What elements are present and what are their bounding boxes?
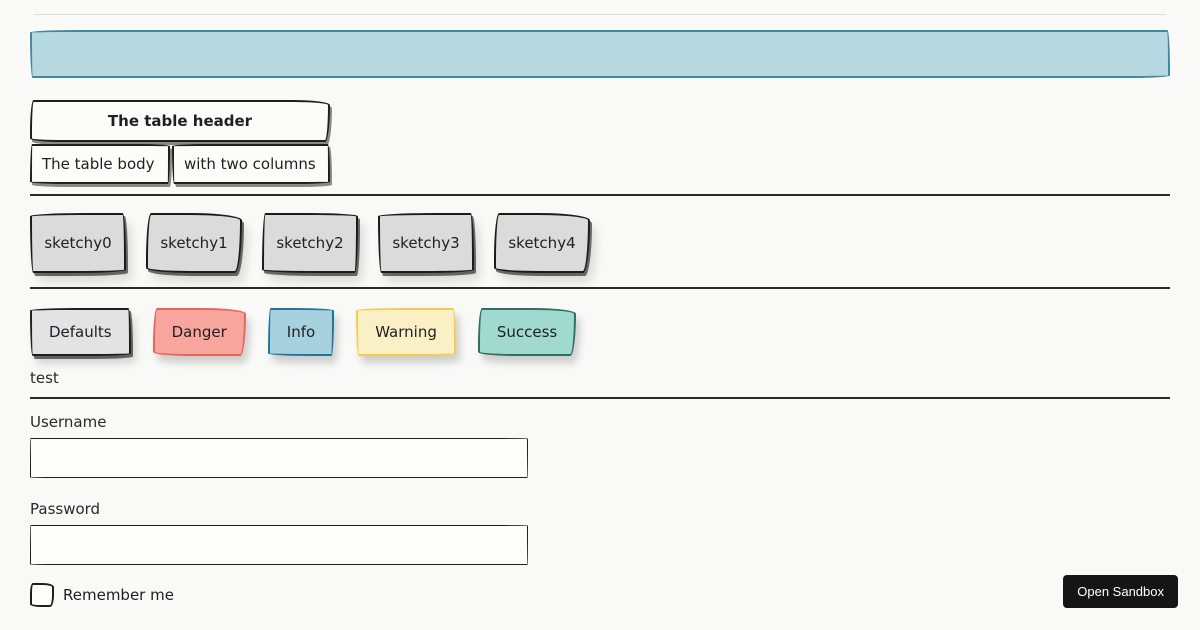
divider [30, 194, 1170, 196]
sketchy4-button[interactable]: sketchy4 [494, 213, 590, 273]
divider [30, 287, 1170, 289]
success-button[interactable]: Success [477, 308, 577, 356]
table-body-row: The table body with two columns [30, 144, 1170, 184]
sound-label: Sound [30, 628, 1170, 630]
username-field[interactable] [30, 438, 528, 478]
password-label: Password [30, 500, 101, 518]
username-label: Username [30, 413, 107, 431]
remember-me-checkbox[interactable] [30, 583, 54, 607]
sketchy-button-row: sketchy0 sketchy1 sketchy2 sketchy3 sket… [30, 213, 1170, 273]
sketchy0-button[interactable]: sketchy0 [30, 213, 126, 273]
remember-me-row: Remember me [30, 583, 1170, 607]
defaults-button[interactable]: Defaults [30, 308, 131, 356]
danger-button[interactable]: Danger [152, 308, 246, 356]
divider [30, 397, 1170, 399]
variant-button-row: Defaults Danger Info Warning Success [30, 308, 1170, 356]
login-form: Username Password Remember me Sound [30, 413, 1170, 630]
sketchy2-button[interactable]: sketchy2 [262, 213, 358, 273]
remember-me-label: Remember me [63, 586, 174, 604]
table: The table header The table body with two… [30, 100, 1170, 184]
info-button[interactable]: Info [267, 308, 335, 356]
test-text: test [30, 369, 59, 387]
open-sandbox-button[interactable]: Open Sandbox [1063, 575, 1178, 608]
table-body-cell-1: The table body [30, 144, 170, 184]
container-top-border [34, 14, 1166, 15]
sketchy3-button[interactable]: sketchy3 [378, 213, 474, 273]
sketchy1-button[interactable]: sketchy1 [146, 213, 242, 273]
table-body-cell-2: with two columns [172, 144, 330, 184]
password-field[interactable] [30, 525, 528, 565]
warning-button[interactable]: Warning [356, 308, 456, 356]
header-bar [30, 30, 1170, 78]
table-header-cell: The table header [30, 100, 330, 142]
